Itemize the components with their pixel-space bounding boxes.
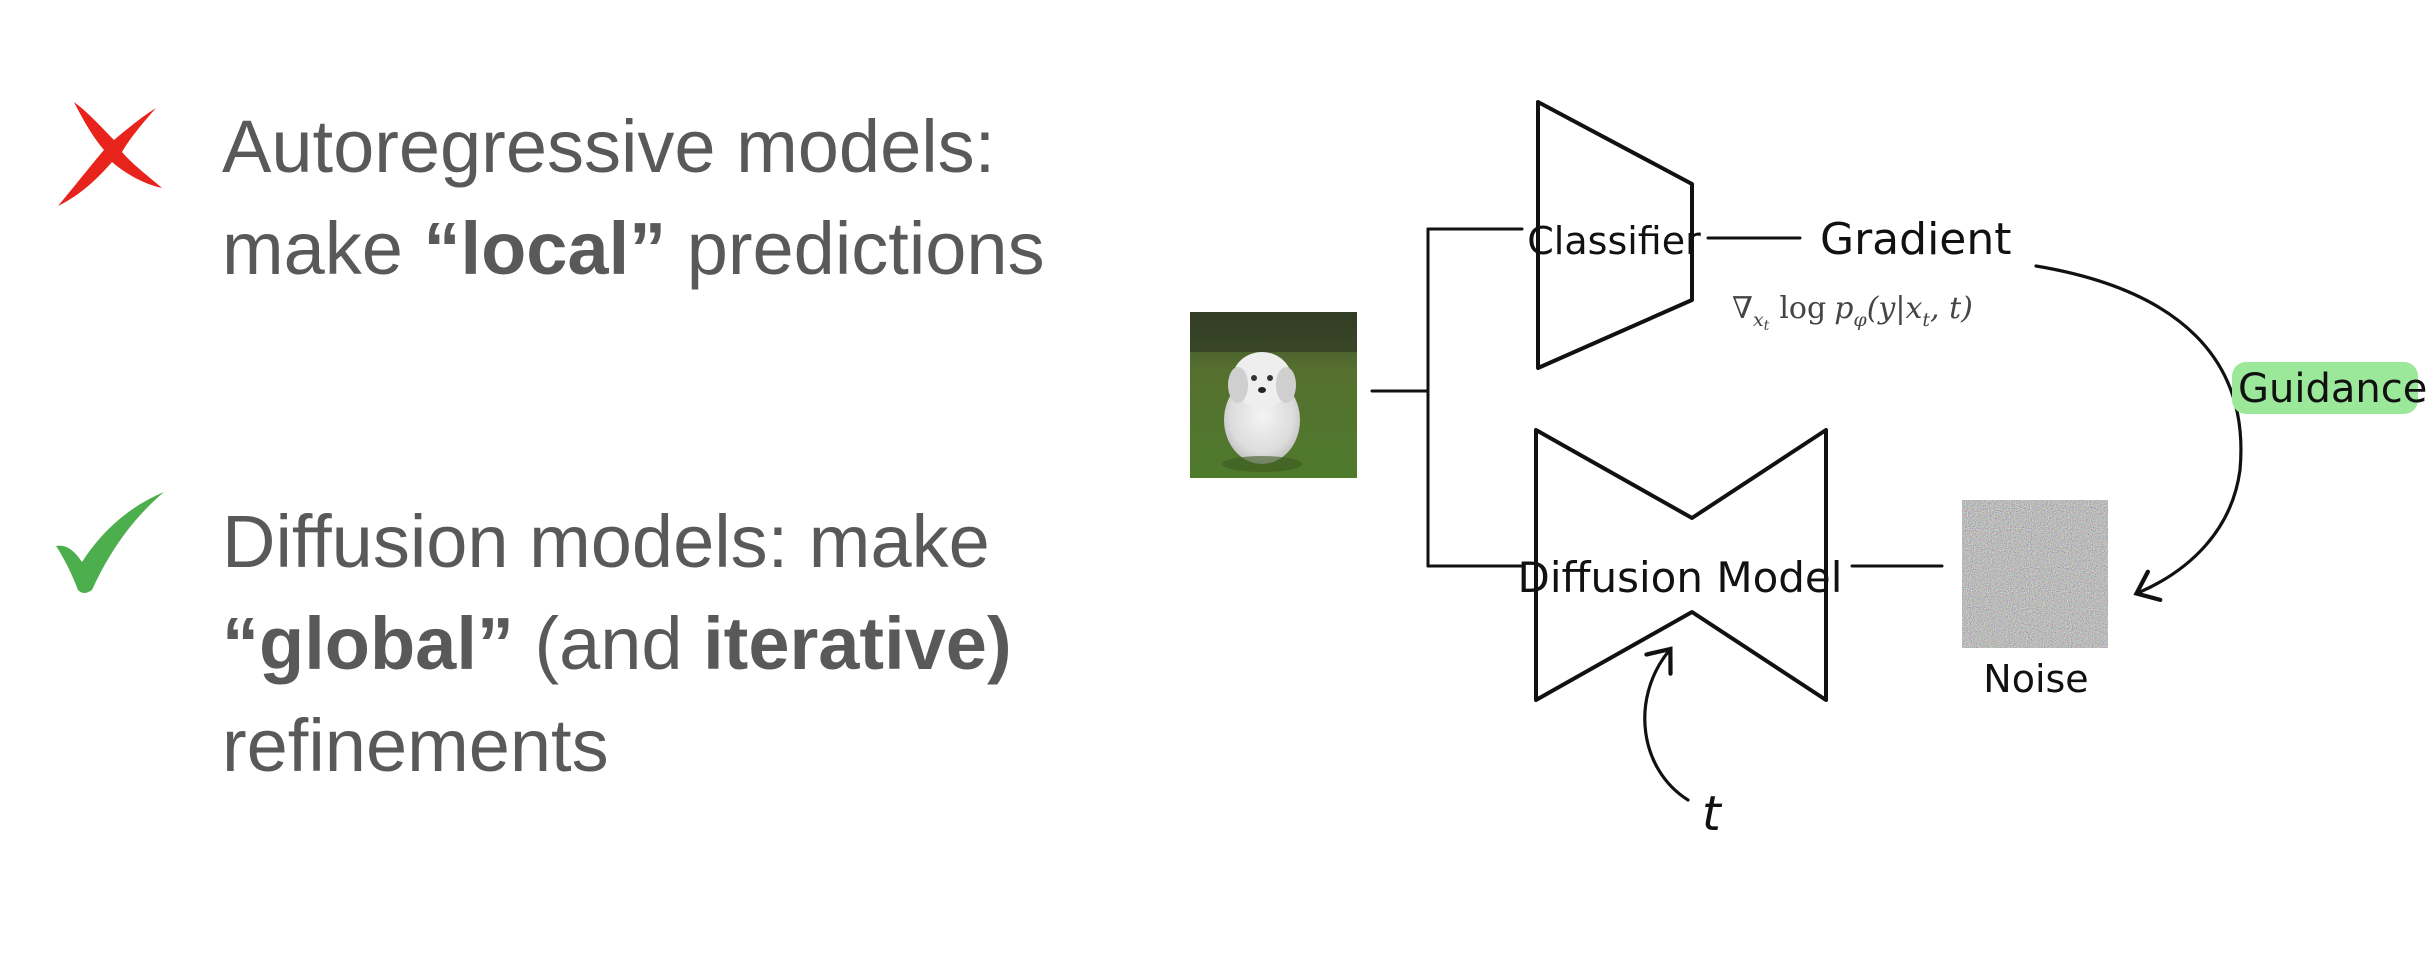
red-cross-icon <box>58 102 162 206</box>
bullet-1-local-emphasis: “local” <box>423 207 667 290</box>
diffusion-model-label: Diffusion Model <box>1518 553 1843 602</box>
gradient-label: Gradient <box>1820 214 2012 265</box>
bullet-1-line-2-post: predictions <box>666 207 1045 290</box>
bullet-autoregressive: Autoregressive models: make “local” predi… <box>222 96 1045 300</box>
cross-mark <box>58 102 162 206</box>
bullet-2-iterative-emphasis: iterative) <box>703 602 1012 685</box>
bullet-diffusion: Diffusion models: make “global” (and iter… <box>222 491 1012 797</box>
check-mark <box>56 492 164 593</box>
classifier-label: Classifier <box>1527 219 1701 263</box>
noise-label: Noise <box>1983 657 2088 701</box>
timestep-label: t <box>1702 786 1723 842</box>
bullet-1-line-1: Autoregressive models: <box>222 105 996 188</box>
noise-image <box>1962 500 2108 648</box>
diffusion-model-block <box>1534 428 1828 702</box>
guidance-label: Guidance <box>2238 366 2427 412</box>
input-connectors <box>1370 227 1524 568</box>
bullet-2-line-2-mid: (and <box>513 602 704 685</box>
bullet-list: Autoregressive models: make “local” predi… <box>0 0 1150 960</box>
green-check-icon <box>56 492 164 593</box>
bullet-2-line-3: refinements <box>222 704 609 787</box>
guidance-arrow <box>2034 264 2243 602</box>
dog-photo-image <box>1190 312 1357 478</box>
bullet-1-line-2-pre: make <box>222 207 424 290</box>
bullet-2-line-1: Diffusion models: make <box>222 500 990 583</box>
bullet-2-global-emphasis: “global” <box>222 602 514 685</box>
timestep-arrow <box>1643 646 1690 802</box>
classifier-block <box>1536 100 1694 370</box>
guidance-highlight <box>2232 362 2418 414</box>
